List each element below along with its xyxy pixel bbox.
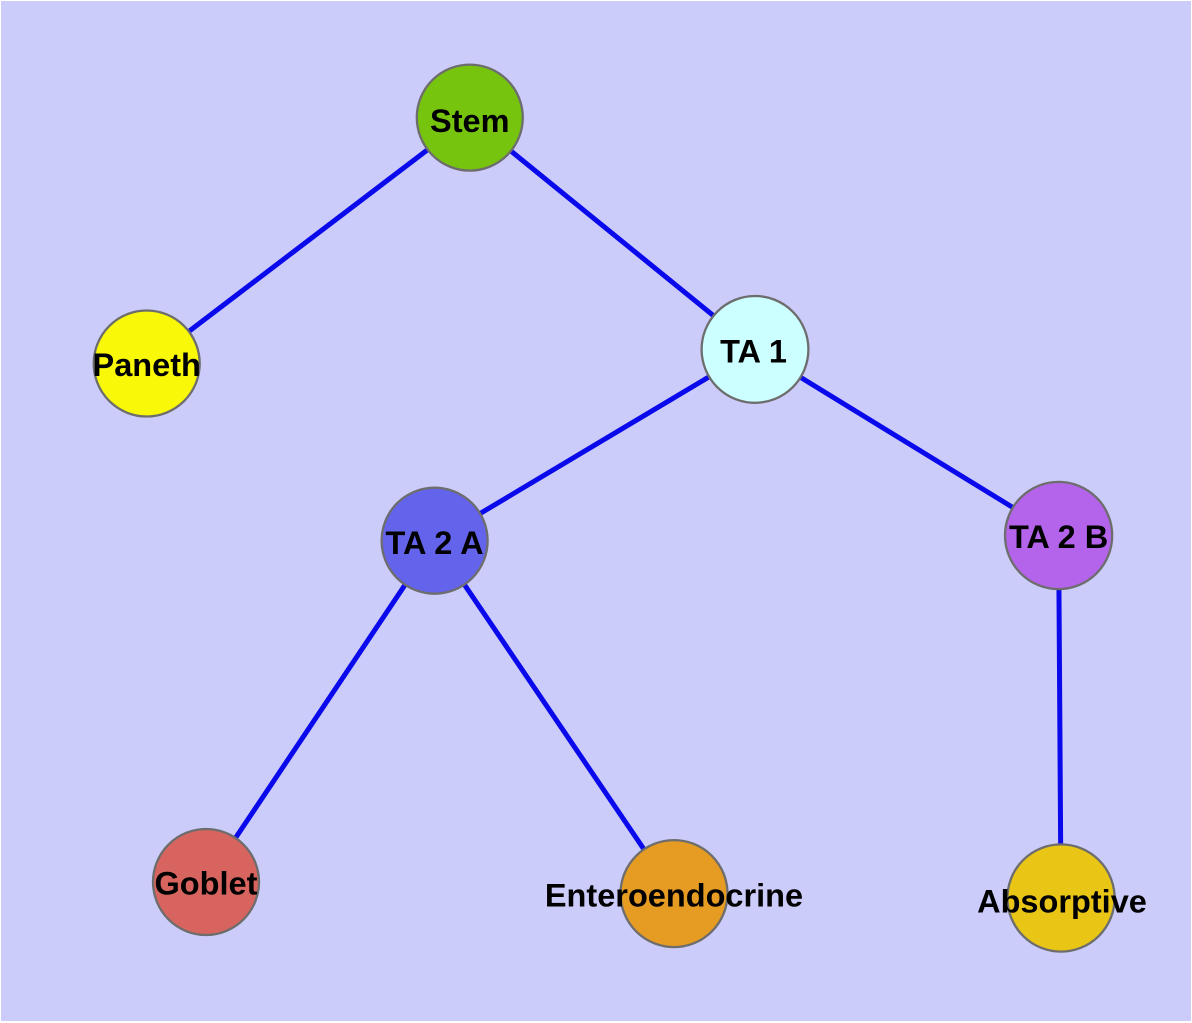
svg-text:TA 2 B: TA 2 B <box>1009 519 1108 555</box>
svg-text:Absorptive: Absorptive <box>977 884 1147 920</box>
svg-text:TA 1: TA 1 <box>720 334 787 370</box>
svg-text:Stem: Stem <box>430 103 509 139</box>
svg-text:Enteroendocrine: Enteroendocrine <box>545 877 803 913</box>
svg-text:Goblet: Goblet <box>155 866 258 902</box>
svg-text:Paneth: Paneth <box>93 347 201 383</box>
svg-text:TA 2 A: TA 2 A <box>386 525 484 561</box>
